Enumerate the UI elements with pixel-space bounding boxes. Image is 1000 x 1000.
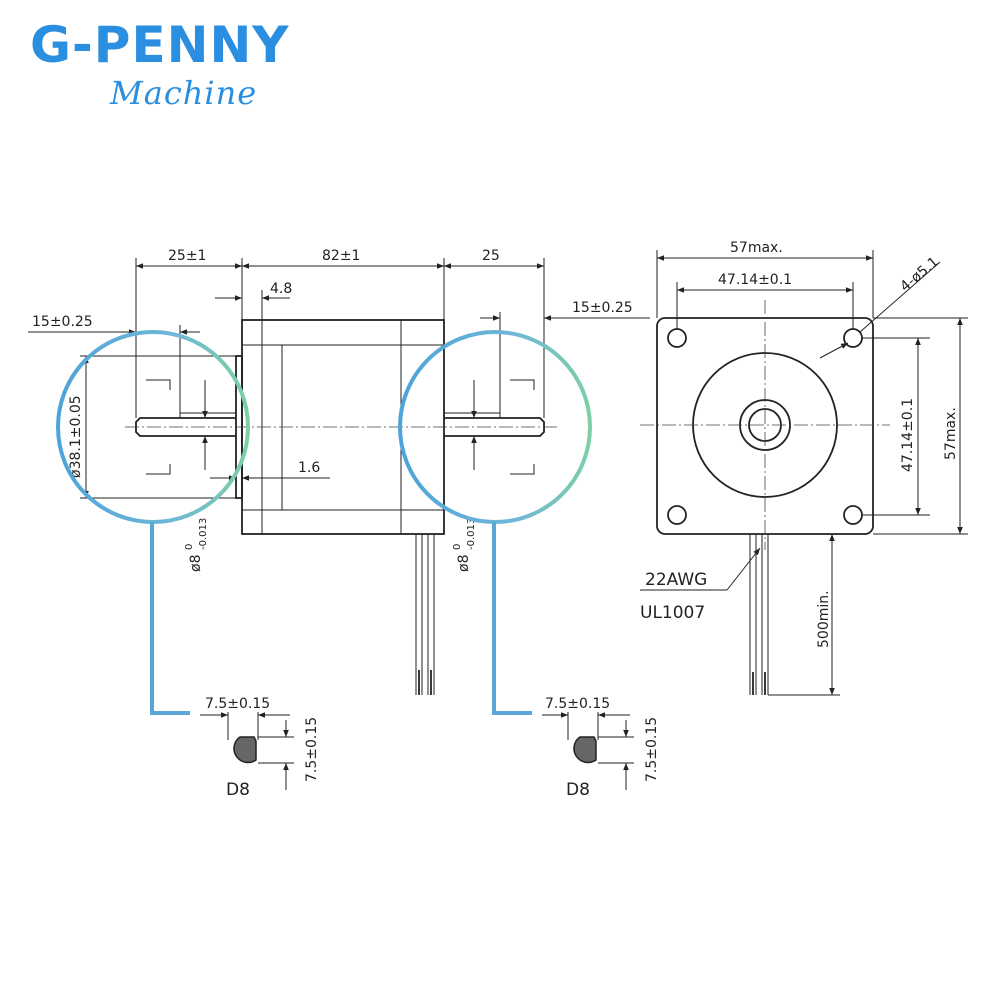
brand-tagline: Machine — [110, 74, 258, 112]
shaft-section-right: 7.5±0.15 7.5±0.15 D8 — [542, 696, 660, 800]
section-right-height: 7.5±0.15 — [644, 717, 660, 782]
section-left-width: 7.5±0.15 — [205, 696, 270, 712]
mounting-hole-tl — [667, 328, 687, 348]
dim-shaft-tol-upper-rear: 0 — [452, 544, 463, 550]
shaft-section-left: 7.5±0.15 7.5±0.15 D8 — [200, 696, 320, 800]
dim-flat-length-rear: 15±0.25 — [572, 300, 633, 316]
side-view: 25±1 82±1 25 4.8 15±0.25 15±0.25 ø38.1±0… — [28, 248, 650, 695]
brand-logo: G-PENNY Machine — [30, 20, 290, 112]
dim-flange-thickness: 4.8 — [270, 281, 292, 297]
section-right-label: D8 — [566, 780, 590, 800]
dim-boss-diameter: ø38.1±0.05 — [68, 395, 84, 478]
dim-body-length: 82±1 — [322, 248, 360, 264]
dim-hole-spacing-v: 47.14±0.1 — [900, 398, 916, 472]
dim-mounting-holes: 4-ø5.1 — [897, 254, 942, 295]
mounting-hole-tr — [843, 328, 863, 348]
dim-shaft-tol-lower-rear: -0.013 — [466, 518, 477, 550]
dim-shaft-diameter-front: ø8 — [188, 555, 204, 572]
brand-name: G-PENNY — [30, 16, 290, 74]
section-right-width: 7.5±0.15 — [545, 696, 610, 712]
front-view: 57max. 47.14±0.1 47.14±0.1 57max. 4-ø5.1… — [640, 240, 968, 696]
wire-gauge: 22AWG — [645, 570, 707, 590]
detail-callouts — [56, 330, 592, 715]
dim-shaft-rear-length: 25 — [482, 248, 500, 264]
dim-shaft-tol-upper-front: 0 — [184, 544, 195, 550]
dim-flat-length-front: 15±0.25 — [32, 314, 93, 330]
dim-boss-height: 1.6 — [298, 460, 320, 476]
dim-shaft-tol-lower-front: -0.013 — [198, 518, 209, 550]
dim-lead-length: 500min. — [816, 590, 832, 648]
dim-hole-spacing-h: 47.14±0.1 — [718, 272, 792, 288]
mounting-hole-br — [843, 505, 863, 525]
dim-shaft-diameter-rear: ø8 — [456, 555, 472, 572]
mounting-hole-bl — [667, 505, 687, 525]
dim-flange-width-v: 57max. — [943, 407, 959, 460]
dim-flange-width-h: 57max. — [730, 240, 783, 256]
dim-shaft-front-length: 25±1 — [168, 248, 206, 264]
section-left-label: D8 — [226, 780, 250, 800]
section-left-height: 7.5±0.15 — [304, 717, 320, 782]
wire-standard: UL1007 — [640, 603, 705, 623]
